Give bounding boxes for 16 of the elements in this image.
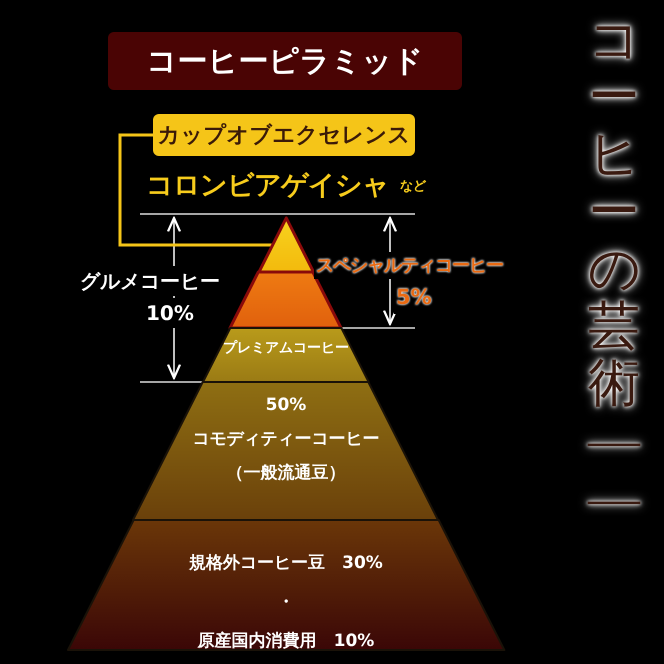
tier-text: 50% <box>266 394 306 417</box>
pyramid-tier <box>230 272 342 328</box>
vertical-heading: コーヒーの芸術―― <box>588 12 640 527</box>
note-label: など <box>400 178 426 196</box>
tier-text: （一般流通豆） <box>226 462 346 485</box>
leader-line <box>118 134 272 246</box>
tier-text: プレミアムコーヒー <box>222 339 349 358</box>
pyramid-tier <box>68 520 504 650</box>
variety-label: コロンビアゲイシャ <box>146 169 389 203</box>
tier-text: ・ <box>277 591 294 614</box>
award-label-box: カップオブエクセレンス <box>153 114 415 156</box>
tier-text: コモディティーコーヒー <box>192 428 380 451</box>
tier-text: 規格外コーヒー豆 30% <box>189 552 383 575</box>
tier-text: 原産国内消費用 10% <box>198 630 374 654</box>
tier-label: スペシャルティコーヒー <box>314 252 505 279</box>
title-banner: コーヒーピラミッド <box>108 32 462 90</box>
